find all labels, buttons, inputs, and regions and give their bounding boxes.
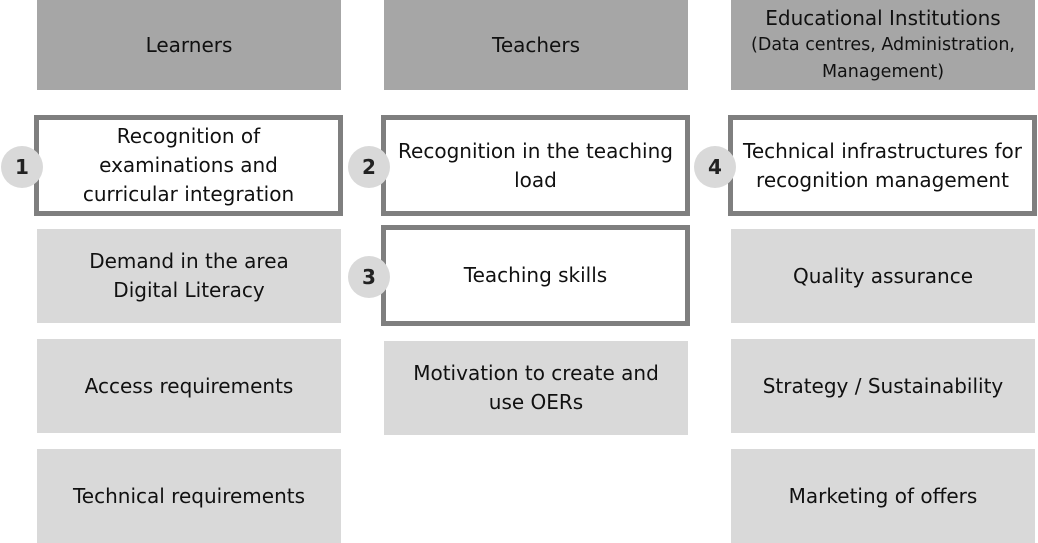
learners-access-label: Access requirements [84,373,294,398]
header-teachers-label: Teachers [492,32,580,57]
institutions-infra-line2: recognition management [756,167,1009,192]
marker-1-label: 1 [15,155,29,179]
learners-recognition-box: Recognition of examinations and curricul… [34,115,343,216]
learners-access-box: Access requirements [37,339,341,433]
learners-recognition-line2: examinations and [99,153,278,177]
institutions-marketing-box: Marketing of offers [731,449,1035,543]
learners-technical-box: Technical requirements [37,449,341,543]
teachers-motivation-line1: Motivation to create and [413,361,659,385]
teachers-recognition-line1: Recognition in the teaching [398,138,673,163]
header-learners: Learners [37,0,341,90]
header-institutions: Educational Institutions (Data centres, … [731,0,1035,90]
teachers-motivation-line2: use OERs [488,390,584,414]
marker-2: 2 [348,146,390,188]
institutions-infra-box: Technical infrastructures for recognitio… [728,115,1037,216]
marker-3: 3 [348,256,390,298]
learners-recognition-line3: curricular integration [82,182,295,206]
header-institutions-title: Educational Institutions [765,5,1001,30]
institutions-quality-label: Quality assurance [792,263,974,288]
institutions-infra-line1: Technical infrastructures for [743,138,1022,163]
header-teachers: Teachers [384,0,688,90]
header-learners-label: Learners [145,32,233,57]
marker-2-label: 2 [362,155,376,179]
institutions-strategy-label: Strategy / Sustainability [762,373,1004,398]
teachers-recognition-box: Recognition in the teaching load [381,115,690,216]
institutions-strategy-box: Strategy / Sustainability [731,339,1035,433]
marker-1: 1 [1,146,43,188]
learners-recognition-line1: Recognition of [116,124,261,148]
marker-4: 4 [694,146,736,188]
institutions-quality-box: Quality assurance [731,229,1035,323]
learners-demand-line1: Demand in the area [89,249,289,273]
marker-3-label: 3 [362,265,376,289]
learners-demand-line2: Digital Literacy [113,278,265,302]
teachers-skills-box: Teaching skills [381,225,690,326]
header-institutions-sub1: (Data centres, Administration, [751,34,1015,55]
teachers-recognition-line2: load [514,167,557,192]
institutions-marketing-label: Marketing of offers [788,483,978,508]
learners-technical-label: Technical requirements [72,483,306,508]
teachers-motivation-box: Motivation to create and use OERs [384,341,688,435]
header-institutions-sub2: Management) [821,61,945,82]
teachers-skills-label: Teaching skills [463,263,608,287]
marker-4-label: 4 [708,155,722,179]
learners-demand-box: Demand in the area Digital Literacy [37,229,341,323]
